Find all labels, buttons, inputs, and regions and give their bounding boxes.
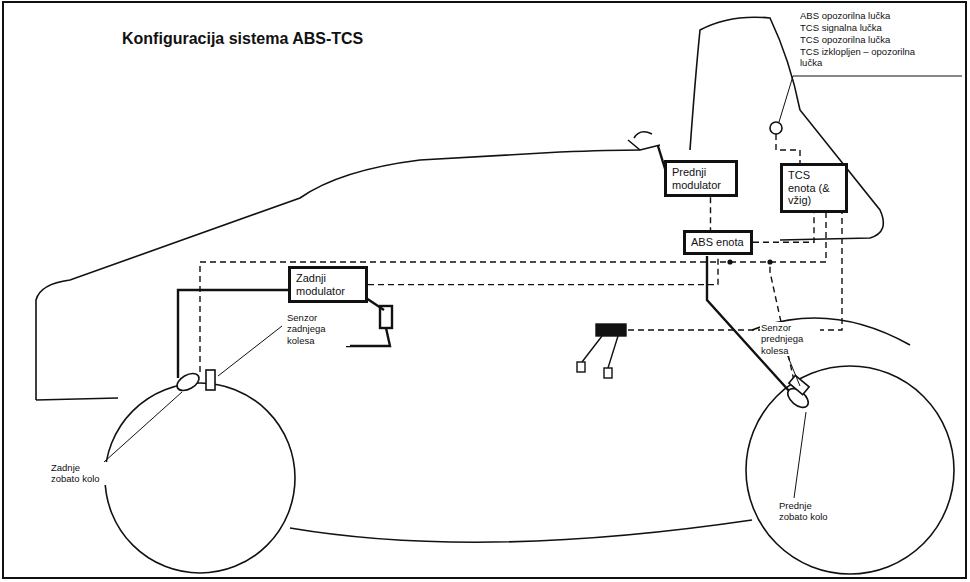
module-box: Zadnji modulator	[288, 266, 368, 303]
lamp-label: TCS signalna lučka	[800, 22, 960, 33]
part-label: Prednje zobato kolo	[778, 500, 832, 523]
box-label: ABS enota	[691, 236, 745, 249]
diagram-title: Konfiguracija sistema ABS-TCS	[122, 30, 363, 48]
leader-line	[218, 326, 282, 376]
box-label: TCS enota (& vžig)	[788, 169, 840, 207]
rear-caliper	[206, 370, 215, 390]
part-label: Zadnje zobato kolo	[50, 462, 110, 485]
spark-plug	[577, 362, 585, 372]
leader-line	[779, 76, 962, 122]
module-box: ABS enota	[683, 230, 753, 255]
signal-wire	[368, 255, 718, 285]
front-wheel	[746, 366, 954, 574]
part-label: Senzor prednjega kolesa	[760, 322, 820, 356]
front-caliper	[789, 375, 809, 394]
rear-brake-line	[366, 298, 384, 310]
ignition-coil	[596, 324, 626, 336]
frame	[3, 2, 966, 578]
rear-wheel	[105, 383, 295, 573]
rear-sprocket-sensor	[174, 370, 202, 394]
body-outline	[36, 150, 640, 400]
rear-master-cylinder	[380, 306, 392, 328]
lamp-label: TCS opozorilna lučka	[800, 34, 960, 45]
box-label: Prednji modulator	[672, 166, 730, 191]
module-box: Prednji modulator	[664, 160, 738, 197]
sensor-wire	[200, 208, 826, 372]
lamp-wire	[776, 134, 800, 164]
box-label: Zadnji modulator	[296, 272, 360, 297]
plug-wire	[582, 336, 618, 368]
lower-outline	[290, 520, 752, 542]
ignition-wire	[626, 208, 842, 330]
lamp-label: ABS opozorilna lučka	[800, 10, 960, 21]
leader-line	[786, 352, 800, 386]
junction-dot	[767, 259, 772, 264]
spark-plug	[604, 368, 612, 378]
signal-wire	[753, 213, 814, 242]
lamp-label: TCS izklopljen – opozorilna lučka	[800, 46, 916, 69]
part-label: Senzor zadnjega kolesa	[286, 312, 350, 346]
brake-pedal	[346, 328, 390, 346]
module-box: TCS enota (& vžig)	[780, 163, 848, 213]
leader-line	[794, 412, 806, 498]
signal-wire	[710, 197, 711, 230]
handlebar-lever	[628, 132, 660, 150]
leader-line	[104, 392, 182, 462]
junction-dot	[727, 259, 732, 264]
warning-lamp	[770, 122, 782, 134]
rear-body-outline	[36, 398, 118, 400]
rear-brake-line	[178, 290, 288, 378]
